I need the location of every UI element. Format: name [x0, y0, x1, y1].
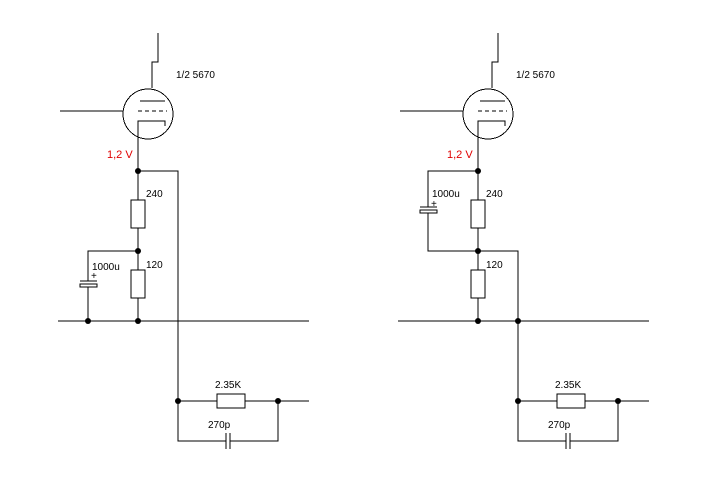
right-resistor-120 — [470, 269, 486, 299]
right-cap-bottom-wire — [427, 213, 478, 252]
left-resistor-240 — [130, 199, 146, 229]
left-cap-plate-minus — [79, 283, 98, 288]
right-cap-polarity: + — [431, 199, 437, 210]
left-cathode-voltage: 1,2 V — [107, 149, 133, 161]
right-feedback-wire — [478, 250, 519, 401]
left-tube-envelope — [122, 88, 174, 140]
left-cap-series-wire-b — [230, 401, 279, 442]
right-junction-rc-a — [515, 398, 521, 404]
left-tube — [60, 33, 174, 140]
left-r-lower-label: 120 — [146, 260, 163, 271]
left-resistor-2k35 — [216, 393, 246, 409]
left-cap-series-label: 270p — [208, 420, 231, 431]
right-tube-envelope — [462, 88, 514, 140]
left-junction-rc-b — [275, 398, 281, 404]
left-cap-bypass-label: 1000u — [92, 262, 120, 273]
left-r-upper-label: 240 — [146, 189, 163, 200]
left-junction-cathode — [135, 168, 141, 174]
right-cathode-voltage: 1,2 V — [447, 149, 473, 161]
left-tube-cathode — [137, 120, 166, 138]
right-cap-plate-minus — [419, 209, 438, 214]
right-junction-ground-r — [475, 318, 481, 324]
right-r-lower-label: 120 — [486, 260, 503, 271]
right-cap-bypass-label: 1000u — [432, 189, 460, 200]
right-resistor-2k35 — [556, 393, 586, 409]
left-cap-series-wire-a — [177, 401, 226, 442]
right-junction-ground-cross — [515, 318, 521, 324]
right-junction-cathode — [475, 168, 481, 174]
right-cap-series-label: 270p — [548, 420, 571, 431]
left-junction-mid — [135, 248, 141, 254]
right-tube — [400, 33, 514, 140]
left-junction-ground-cap — [85, 318, 91, 324]
left-circuit: 1/2 5670 1,2 V 240 120 1000u + 2.35K 270… — [58, 33, 309, 449]
left-tube-label: 1/2 5670 — [176, 70, 215, 81]
left-resistor-120 — [130, 269, 146, 299]
right-junction-mid — [475, 248, 481, 254]
right-circuit: 1/2 5670 1,2 V 1000u + 240 120 2.35K 270… — [398, 33, 649, 449]
left-plate-wire — [151, 33, 159, 88]
left-r-series-label: 2.35K — [215, 380, 241, 391]
right-cap-top-wire — [427, 170, 478, 207]
right-cap-series-wire-b — [570, 401, 619, 442]
right-r-series-label: 2.35K — [555, 380, 581, 391]
right-junction-rc-b — [615, 398, 621, 404]
left-cap-top-wire — [87, 250, 138, 281]
left-feedback-wire — [138, 170, 179, 401]
right-cap-series-wire-a — [517, 401, 566, 442]
left-junction-ground-r — [135, 318, 141, 324]
right-resistor-240 — [470, 199, 486, 229]
left-junction-rc-a — [175, 398, 181, 404]
left-cap-polarity: + — [91, 271, 97, 282]
right-tube-cathode — [477, 120, 506, 138]
right-r-upper-label: 240 — [486, 189, 503, 200]
right-tube-label: 1/2 5670 — [516, 70, 555, 81]
right-plate-wire — [491, 33, 499, 88]
